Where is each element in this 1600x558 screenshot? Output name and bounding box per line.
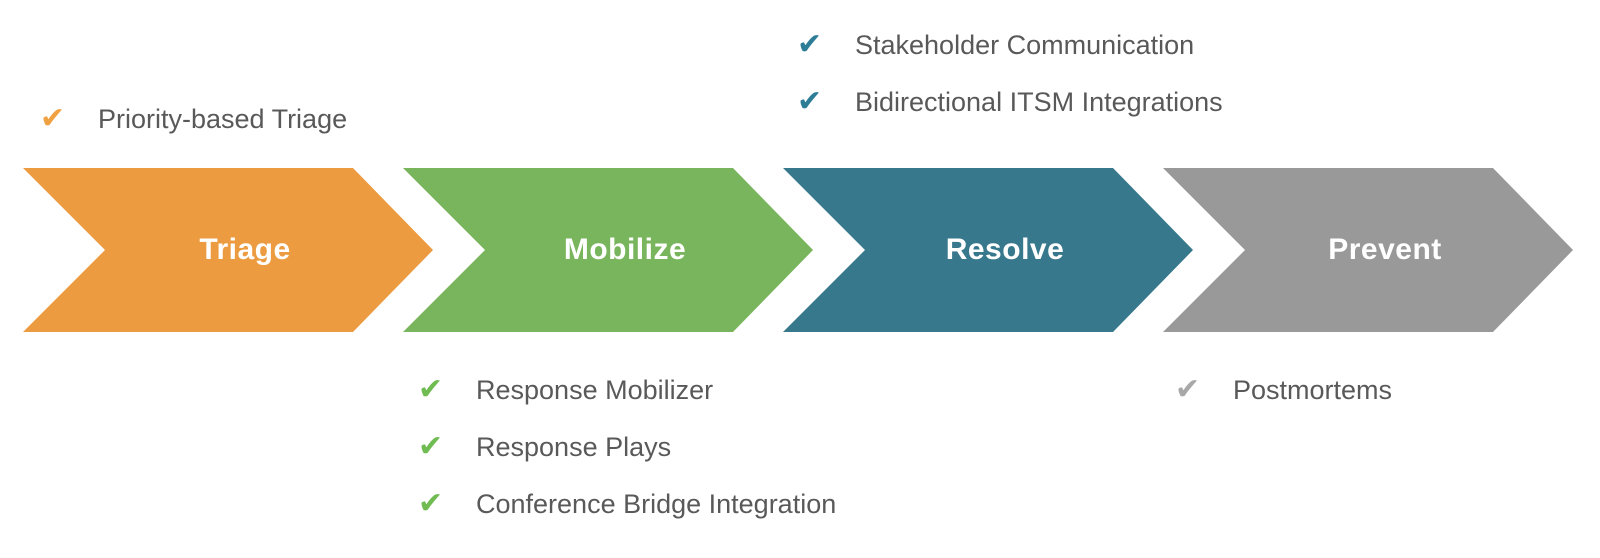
feature-label: Bidirectional ITSM Integrations: [855, 87, 1223, 117]
list-item: ✔ Stakeholder Communication: [797, 28, 1223, 61]
list-item: ✔ Postmortems: [1175, 373, 1393, 406]
checkmark-icon: ✔: [418, 430, 444, 463]
stage-label: Triage: [199, 233, 291, 266]
stage-label: Resolve: [945, 233, 1065, 266]
stage-chevron-resolve: Resolve: [783, 168, 1193, 332]
stage-chevron-prevent: Prevent: [1163, 168, 1573, 332]
list-item: ✔ Priority-based Triage: [40, 102, 348, 135]
list-item: ✔ Bidirectional ITSM Integrations: [797, 85, 1223, 118]
list-item: ✔ Response Plays: [418, 430, 836, 463]
checkmark-icon: ✔: [1175, 373, 1201, 406]
feature-label: Response Mobilizer: [476, 375, 714, 405]
stage-label: Prevent: [1328, 233, 1442, 266]
prevent-feature-list: ✔ Postmortems: [1175, 373, 1393, 406]
checkmark-icon: ✔: [418, 487, 444, 520]
list-item: ✔ Conference Bridge Integration: [418, 487, 837, 520]
checkmark-icon: ✔: [418, 373, 444, 406]
stage-chevron-triage: Triage: [23, 168, 433, 332]
feature-label: Stakeholder Communication: [855, 30, 1195, 60]
feature-label: Response Plays: [476, 432, 672, 462]
feature-label: Postmortems: [1233, 375, 1393, 405]
checkmark-icon: ✔: [797, 28, 823, 61]
feature-label: Priority-based Triage: [98, 104, 348, 134]
stage-chevron-mobilize: Mobilize: [403, 168, 813, 332]
checkmark-icon: ✔: [40, 102, 66, 135]
stage-label: Mobilize: [563, 233, 687, 266]
resolve-feature-list: ✔ Stakeholder Communication ✔ Bidirectio…: [797, 28, 1223, 118]
list-item: ✔ Response Mobilizer: [418, 373, 836, 406]
mobilize-feature-list: ✔ Response Mobilizer ✔ Response Plays ✔ …: [418, 373, 837, 520]
triage-feature-list: ✔ Priority-based Triage: [40, 102, 348, 135]
checkmark-icon: ✔: [797, 85, 823, 118]
feature-label: Conference Bridge Integration: [476, 489, 837, 519]
